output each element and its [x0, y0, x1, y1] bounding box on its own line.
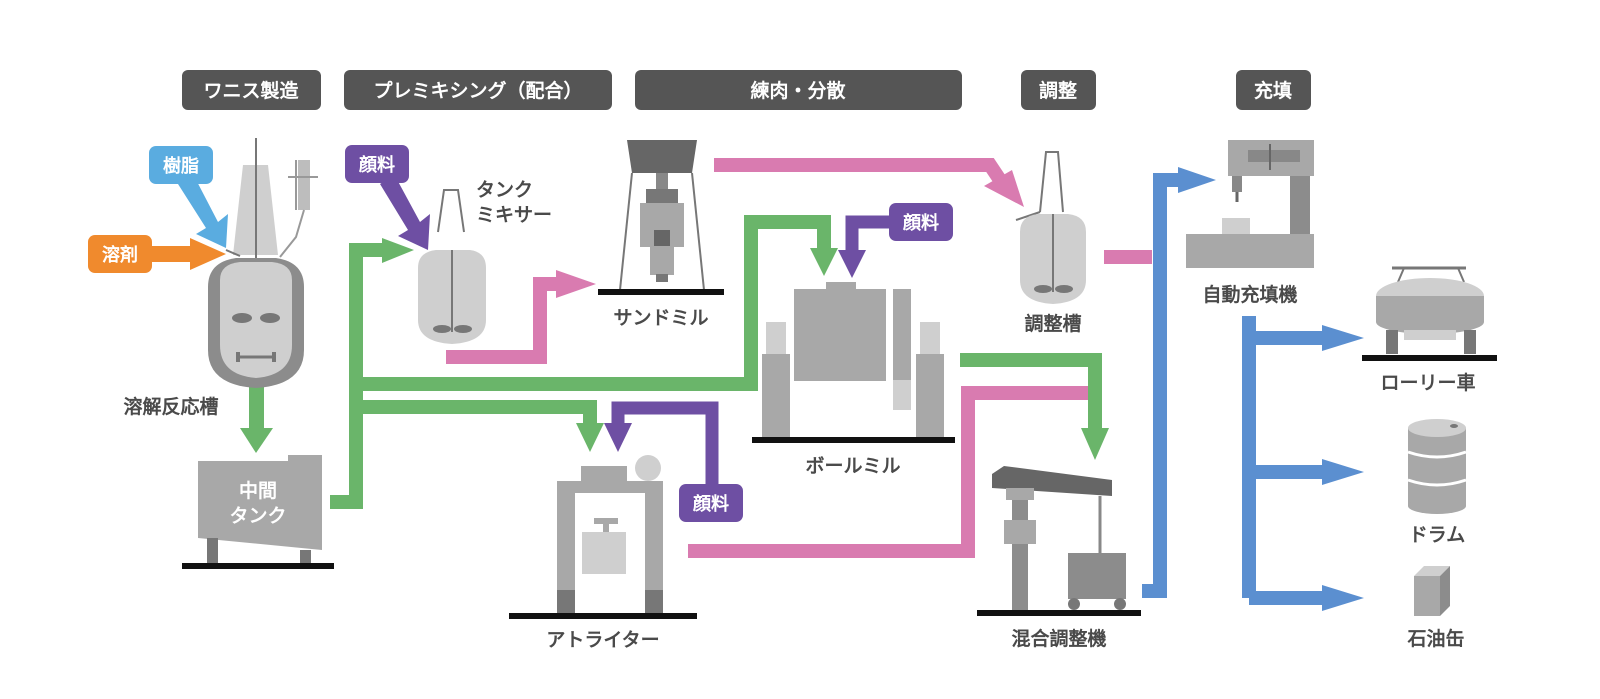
flow-attritor-to-mixer: [688, 386, 1088, 558]
dissolution-reactor-label: 溶解反応槽: [123, 395, 218, 418]
intermediate-tank-label-1: 中間: [239, 479, 277, 502]
solvent-label: 溶剤: [102, 244, 138, 266]
drum-icon: [1407, 419, 1467, 514]
attritor-icon: [509, 455, 697, 619]
attritor-label: アトライター: [546, 629, 659, 651]
tank-mixer-icon: [418, 189, 486, 344]
stage-header-adjust: 調整: [1021, 70, 1096, 110]
flow-to-auto-filler: [1142, 167, 1216, 598]
flow-green-main: [330, 215, 831, 509]
sand-mill-label: サンドミル: [613, 307, 708, 329]
pigment-label-ballmill: 顔料: [902, 212, 939, 234]
lorry-label: ローリー車: [1380, 371, 1475, 394]
drum-label: ドラム: [1409, 524, 1465, 546]
lorry-icon: [1362, 266, 1497, 361]
adjust-tank-icon: [1015, 151, 1086, 304]
dissolution-reactor-icon: [208, 138, 318, 388]
intermediate-tank-label-2: タンク: [229, 505, 286, 527]
stage-label-varnish: ワニス製造: [203, 79, 299, 102]
input-resin: 樹脂: [149, 146, 228, 248]
sand-mill-icon: [598, 140, 724, 295]
stage-header-disperse: 練肉・分散: [635, 70, 962, 110]
ball-mill-label: ボールミル: [805, 455, 900, 477]
can-label: 石油缶: [1406, 627, 1464, 650]
input-pigment-premix: 顔料: [345, 145, 430, 250]
stage-header-premix: プレミキシング（配合）: [344, 70, 612, 110]
pigment-label-attritor: 顔料: [692, 493, 729, 515]
resin-label: 樹脂: [163, 155, 199, 177]
input-pigment-ballmill: 顔料: [838, 203, 953, 278]
auto-filler-label: 自動充填機: [1202, 283, 1297, 306]
mix-adjuster-label: 混合調整機: [1011, 627, 1106, 650]
flow-reactor-to-tank: [240, 380, 273, 453]
pigment-label-premix: 顔料: [358, 154, 395, 176]
ball-mill-icon: [752, 282, 955, 443]
auto-filler-icon: [1186, 140, 1314, 268]
stage-header-varnish: ワニス製造: [182, 70, 321, 110]
stage-label-fill: 充填: [1254, 79, 1292, 102]
stage-header-fill: 充填: [1236, 70, 1311, 110]
tank-mixer-label-2: ミキサー: [476, 204, 552, 226]
flow-sandmill-to-adjusttank: [714, 158, 1024, 207]
flow-filler-distribution: [1242, 316, 1364, 611]
can-icon: [1414, 566, 1450, 616]
flow-ballmill-to-mixer: [960, 353, 1109, 460]
input-solvent: 溶剤: [88, 235, 226, 273]
adjust-tank-label: 調整槽: [1024, 312, 1081, 335]
stage-label-adjust: 調整: [1039, 79, 1077, 102]
stage-label-disperse: 練肉・分散: [750, 79, 845, 102]
flow-mixer-to-sandmill: [446, 270, 596, 364]
tank-mixer-label-1: タンク: [476, 179, 533, 201]
input-pigment-attritor: 顔料: [604, 401, 743, 522]
stage-label-premix: プレミキシング（配合）: [373, 79, 582, 102]
mix-adjuster-icon: [977, 466, 1141, 616]
flow-green-arrowheads: [382, 238, 838, 452]
intermediate-tank-icon: 中間 タンク: [182, 455, 334, 569]
